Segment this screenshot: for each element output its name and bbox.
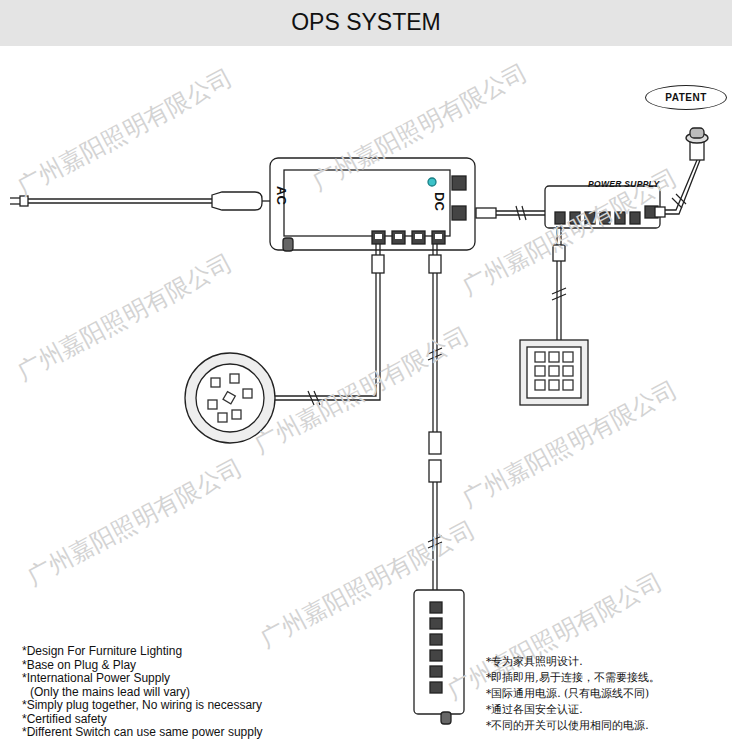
feature-note: *Base on Plug & Play — [22, 659, 136, 672]
feature-note: *Different Switch can use same power sup… — [22, 726, 263, 739]
feature-note-cn: *不同的开关可以使用相同的电源. — [486, 719, 649, 732]
feature-note: *International Power Supply — [22, 672, 170, 685]
patent-oval: PATENT — [645, 85, 727, 110]
box-label: POWER SUPPLY — [588, 179, 659, 189]
feature-note: *Certified safety — [22, 713, 107, 726]
feature-note-cn: *国际通用电源. (只有电源线不同) — [486, 687, 649, 700]
watermark: 广州嘉阳照明有限公司 — [443, 568, 667, 704]
title: OPS SYSTEM — [0, 9, 732, 36]
patent-tag: PATENT — [646, 92, 726, 103]
feature-note: (Only the mains lead will vary) — [30, 686, 190, 699]
feature-note-cn: *专为家具照明设计. — [486, 655, 583, 668]
power-supply-box: POWER SUPPLYACDC — [270, 158, 475, 250]
feature-note: *Simply plug together, No wiring is nece… — [22, 699, 262, 712]
feature-note: *Design For Furniture Lighting — [22, 645, 182, 658]
watermark: 广州嘉阳照明有限公司 — [23, 454, 247, 590]
feature-note-cn: *通过各国安全认证. — [486, 703, 583, 716]
watermark: 广州嘉阳照明有限公司 — [13, 64, 237, 200]
port-label: AC — [274, 186, 289, 205]
feature-note-cn: *即插即用,易于连接，不需要接线。 — [486, 671, 660, 684]
port-label: DC — [432, 192, 447, 211]
